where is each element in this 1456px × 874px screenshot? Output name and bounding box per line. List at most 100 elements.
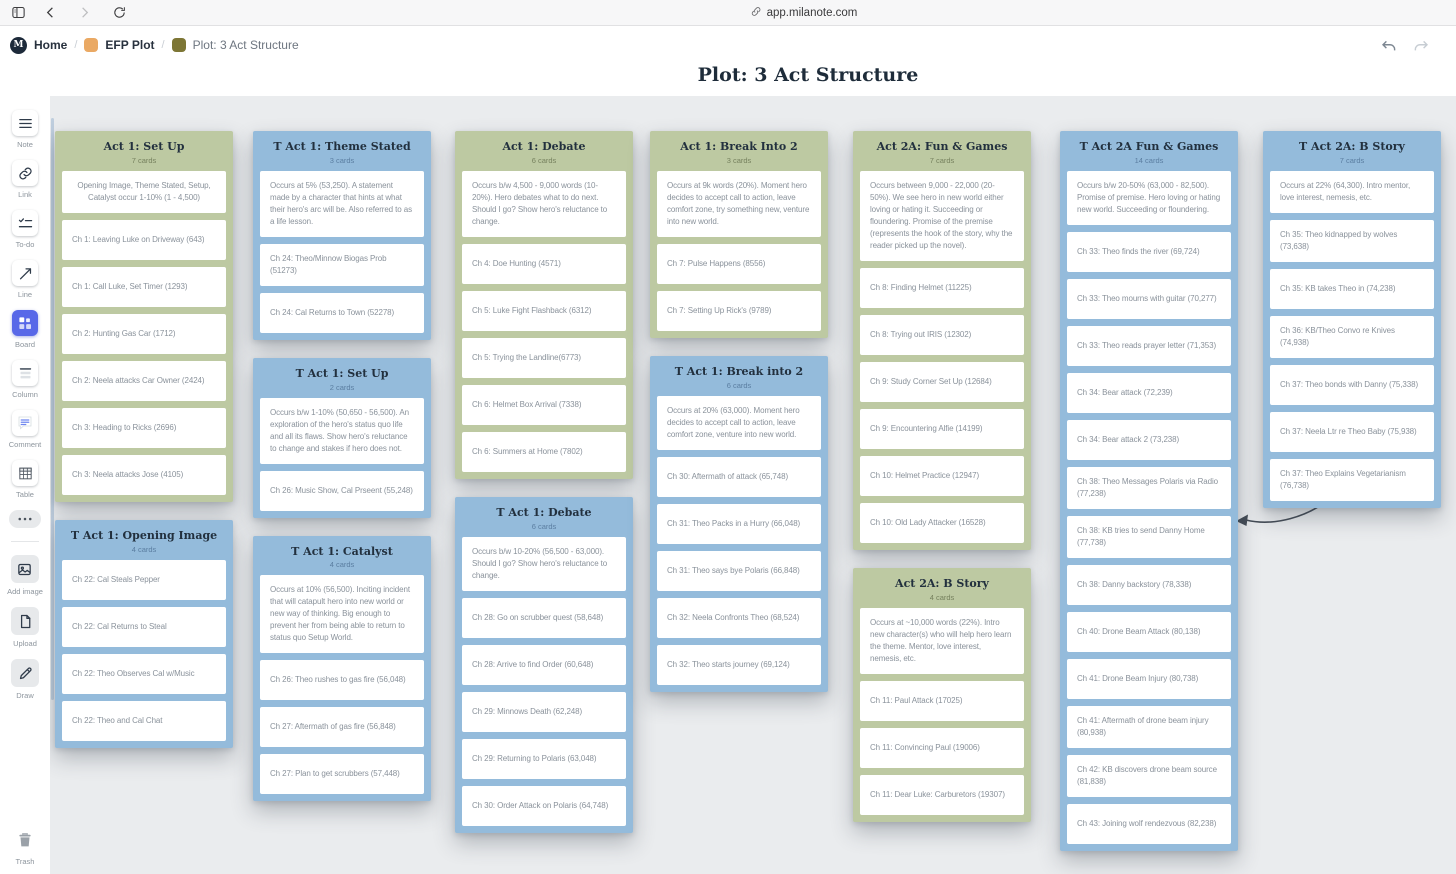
card[interactable]: Ch 9: Study Corner Set Up (12684) (860, 361, 1024, 402)
card[interactable]: Ch 6: Helmet Box Arrival (7338) (462, 384, 626, 425)
card[interactable]: Ch 34: Bear attack (72,239) (1067, 372, 1231, 413)
card[interactable]: Ch 34: Bear attack 2 (73,238) (1067, 419, 1231, 460)
card[interactable]: Ch 24: Theo/Minnow Biogas Prob (51273) (260, 243, 424, 286)
card[interactable]: Ch 40: Drone Beam Attack (80,138) (1067, 611, 1231, 652)
tool-upload[interactable]: Upload (11, 607, 39, 648)
column-title[interactable]: T Act 1: Opening Image (70, 528, 218, 542)
card[interactable]: Ch 8: Finding Helmet (11225) (860, 267, 1024, 308)
page-title[interactable]: Plot: 3 Act Structure (697, 64, 919, 86)
breadcrumb-efp-plot[interactable]: EFP Plot (84, 38, 155, 52)
tool-draw[interactable]: Draw (11, 659, 39, 700)
column-title[interactable]: Act 2A: Fun & Games (876, 140, 1008, 153)
card[interactable]: Ch 11: Paul Attack (17025) (860, 680, 1024, 721)
undo-icon[interactable] (1378, 36, 1400, 58)
tool-comment[interactable]: Comment (9, 410, 41, 449)
card[interactable]: Ch 5: Luke Fight Flashback (6312) (462, 290, 626, 331)
forward-icon[interactable] (74, 4, 94, 22)
tool-todo[interactable]: To-do (12, 210, 38, 249)
card[interactable]: Ch 2: Hunting Gas Car (1712) (62, 313, 226, 354)
card[interactable]: Ch 22: Cal Steals Pepper (62, 559, 226, 600)
card[interactable]: Ch 27: Aftermath of gas fire (56,848) (260, 707, 424, 748)
card[interactable]: Ch 3: Neela attacks Jose (4105) (62, 454, 226, 495)
card[interactable]: Ch 26: Music Show, Cal Prseent (55,248) (260, 470, 424, 511)
card[interactable]: Ch 38: KB tries to send Danny Home (77,7… (1067, 515, 1231, 558)
card[interactable]: Ch 1: Call Luke, Set Timer (1293) (62, 266, 226, 307)
card[interactable]: Ch 10: Old Lady Attacker (16528) (860, 502, 1024, 543)
card[interactable]: Occurs at ~10,000 words (22%). Intro new… (860, 607, 1024, 674)
column-title[interactable]: T Act 1: Debate (496, 505, 592, 519)
column-title[interactable]: T Act 1: Set Up (295, 366, 389, 380)
card[interactable]: Ch 4: Doe Hunting (4571) (462, 243, 626, 284)
tool-link[interactable]: Link (12, 160, 38, 199)
card[interactable]: Ch 30: Aftermath of attack (65,748) (657, 456, 821, 497)
card[interactable]: Ch 2: Neela attacks Car Owner (2424) (62, 360, 226, 401)
card[interactable]: Occurs at 20% (63,000). Moment hero deci… (657, 395, 821, 450)
tool-note[interactable]: Note (12, 110, 38, 149)
column-title[interactable]: T Act 2A Fun & Games (1079, 140, 1219, 153)
card[interactable]: Ch 7: Pulse Happens (8556) (657, 243, 821, 284)
sidebar-toggle-icon[interactable] (8, 4, 28, 22)
tool-column[interactable]: Column (12, 360, 38, 399)
column-title[interactable]: Act 2A: B Story (895, 576, 989, 590)
card[interactable]: Ch 41: Aftermath of drone beam injury (8… (1067, 705, 1231, 748)
card[interactable]: Ch 37: Theo bonds with Danny (75,338) (1270, 364, 1434, 405)
card[interactable]: Occurs at 22% (64,300). Intro mentor, lo… (1270, 170, 1434, 213)
column-title[interactable]: T Act 1: Theme Stated (273, 140, 411, 153)
card[interactable]: Ch 27: Plan to get scrubbers (57,448) (260, 754, 424, 795)
card[interactable]: Ch 35: Theo kidnapped by wolves (73,638) (1270, 219, 1434, 262)
card[interactable]: Ch 9: Encountering Alfie (14199) (860, 408, 1024, 449)
card[interactable]: Ch 11: Convincing Paul (19006) (860, 727, 1024, 768)
card[interactable]: Ch 11: Dear Luke: Carburetors (19307) (860, 774, 1024, 815)
card[interactable]: Ch 38: Danny backstory (78,338) (1067, 564, 1231, 605)
column-title[interactable]: Act 1: Debate (502, 140, 586, 153)
card[interactable]: Ch 32: Neela Confronts Theo (68,524) (657, 597, 821, 638)
card[interactable]: Ch 22: Theo and Cal Chat (62, 700, 226, 741)
card[interactable]: Ch 33: Theo finds the river (69,724) (1067, 231, 1231, 272)
tool-line[interactable]: Line (12, 260, 38, 299)
card[interactable]: Ch 29: Minnows Death (62,248) (462, 691, 626, 732)
column-title[interactable]: Act 1: Set Up (103, 140, 185, 153)
card[interactable]: Ch 1: Leaving Luke on Driveway (643) (62, 219, 226, 260)
card[interactable]: Ch 41: Drone Beam Injury (80,738) (1067, 658, 1231, 699)
address-bar[interactable]: app.milanote.com (751, 0, 857, 26)
breadcrumb-home[interactable]: M Home (10, 36, 67, 54)
card[interactable]: Ch 36: KB/Theo Convo re Knives (74,938) (1270, 315, 1434, 358)
card[interactable]: Ch 33: Theo reads prayer letter (71,353) (1067, 325, 1231, 366)
tool-more[interactable] (9, 510, 41, 528)
card[interactable]: Ch 32: Theo starts journey (69,124) (657, 644, 821, 685)
card[interactable]: Occurs at 10% (56,500). Inciting inciden… (260, 575, 424, 654)
card[interactable]: Ch 43: Joining wolf rendezvous (82,238) (1067, 803, 1231, 844)
card[interactable]: Occurs at 5% (53,250). A statement made … (260, 170, 424, 237)
back-icon[interactable] (40, 4, 60, 22)
card[interactable]: Ch 24: Cal Returns to Town (52278) (260, 292, 424, 333)
card[interactable]: Occurs at 9k words (20%). Moment hero de… (657, 170, 821, 237)
card[interactable]: Ch 29: Returning to Polaris (63,048) (462, 738, 626, 779)
card[interactable]: Ch 26: Theo rushes to gas fire (56,048) (260, 660, 424, 701)
card[interactable]: Ch 42: KB discovers drone beam source (8… (1067, 754, 1231, 797)
card[interactable]: Occurs between 9,000 - 22,000 (20-50%). … (860, 170, 1024, 261)
tool-trash[interactable]: Trash (12, 827, 38, 866)
card[interactable]: Opening Image, Theme Stated, Setup, Cata… (62, 170, 226, 213)
column-title[interactable]: Act 1: Break Into 2 (680, 140, 798, 153)
card[interactable]: Ch 35: KB takes Theo in (74,238) (1270, 268, 1434, 309)
card[interactable]: Ch 6: Summers at Home (7802) (462, 431, 626, 472)
card[interactable]: Occurs b/w 1-10% (50,650 - 56,500). An e… (260, 397, 424, 464)
card[interactable]: Ch 28: Arrive to find Order (60,648) (462, 644, 626, 685)
card[interactable]: Ch 22: Theo Observes Cal w/Music (62, 653, 226, 694)
reload-icon[interactable] (109, 4, 129, 22)
canvas-scrollbar[interactable] (51, 118, 54, 700)
card[interactable]: Ch 7: Setting Up Rick's (9789) (657, 290, 821, 331)
card[interactable]: Ch 22: Cal Returns to Steal (62, 606, 226, 647)
card[interactable]: Ch 28: Go on scrubber quest (58,648) (462, 597, 626, 638)
